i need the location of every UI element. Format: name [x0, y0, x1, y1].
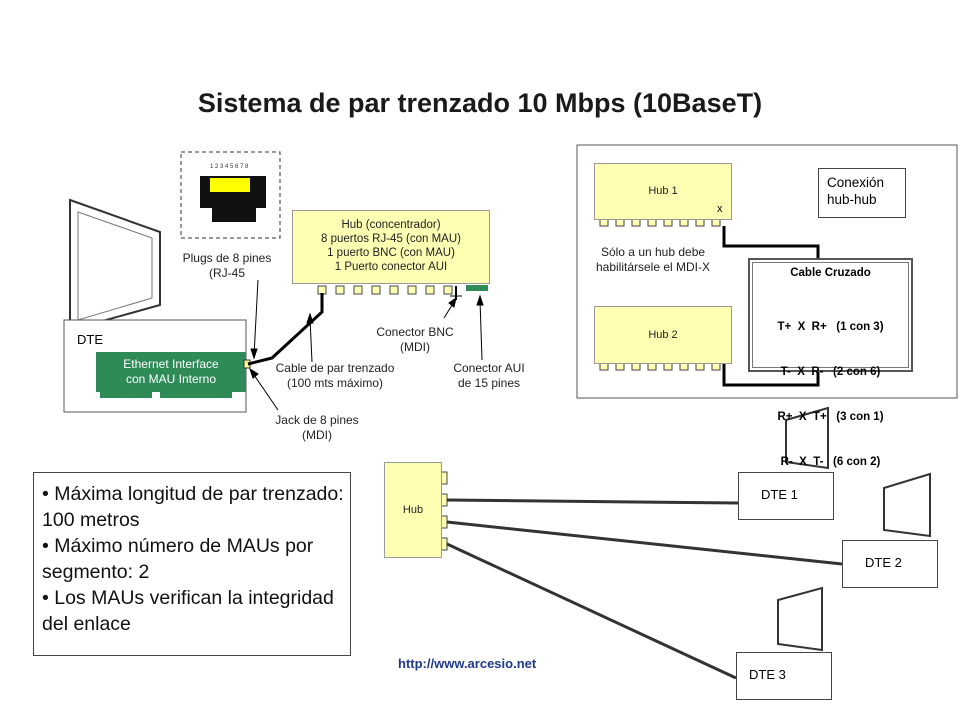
dte1-box: DTE 1 — [738, 472, 834, 520]
ethernet-interface-card — [96, 352, 246, 392]
cable-row-4: R- X T- (6 con 2) — [780, 456, 881, 468]
hub-main-line-1: Hub (concentrador) — [341, 219, 441, 231]
bullet-1: • Máxima longitud de par trenzado: 100 m… — [42, 483, 344, 531]
cable-dte3 — [446, 542, 737, 680]
bullet-3: • Los MAUs verifican la integridad del e… — [42, 587, 334, 635]
crossover-cable-bottom — [722, 362, 820, 387]
rj45-pin-numbers: 1 2 3 4 5 6 7 8 — [210, 164, 249, 170]
monitor-left — [69, 198, 161, 332]
hub-main-line-3: 1 puerto BNC (con MAU) — [327, 247, 455, 259]
jack-label: Jack de 8 pines (MDI) — [275, 413, 359, 442]
ethernet-interface-label: Ethernet Interface con MAU Interno — [123, 357, 219, 386]
crossover-cable-top — [722, 226, 820, 258]
cable-par-label: Cable de par trenzado (100 mts máximo) — [275, 361, 395, 390]
cable-cruzado-box: Cable Cruzado T+ X R+ (1 con 3) T- X R- … — [748, 258, 913, 468]
hub2-ports — [599, 361, 721, 371]
bullet-2: • Máximo número de MAUs por segmento: 2 — [42, 535, 314, 583]
dte3-label: DTE 3 — [749, 667, 786, 682]
dte1-label: DTE 1 — [761, 487, 798, 502]
hub2-label: Hub 2 — [648, 329, 678, 341]
hub-main: Hub (concentrador) 8 puertos RJ-45 (con … — [292, 210, 490, 284]
hub-main-line-2: 8 puertos RJ-45 (con MAU) — [321, 233, 461, 245]
bullet-list: • Máxima longitud de par trenzado: 100 m… — [33, 472, 351, 656]
source-url[interactable]: http://www.arcesio.net — [398, 656, 537, 671]
cable-row-3: R+ X T+ (3 con 1) — [777, 411, 884, 423]
hub-main-ports — [317, 285, 453, 295]
aui-label: Conector AUI de 15 pines — [453, 361, 525, 390]
monitor-dte3 — [777, 586, 823, 652]
bottom-hub-label: Hub — [402, 504, 424, 516]
hub1-label: Hub 1 — [648, 185, 678, 197]
twisted-pair-cable — [247, 293, 324, 366]
dte2-label: DTE 2 — [865, 555, 902, 570]
dte-left-label: DTE — [77, 332, 103, 347]
conexion-hubhub-box: Conexión hub-hub — [818, 168, 906, 218]
page-title: Sistema de par trenzado 10 Mbps (10BaseT… — [197, 88, 763, 118]
cable-dte1 — [446, 498, 739, 505]
mdix-note: Sólo a un hub debe habilitársele el MDI-… — [595, 245, 711, 274]
rj45-box — [180, 151, 281, 239]
cable-row-2: T- X R- (2 con 6) — [780, 366, 881, 378]
hub-main-line-4: 1 Puerto conector AUI — [334, 261, 448, 273]
hub1: Hub 1 — [594, 163, 732, 220]
conexion-hubhub-label: Conexión hub-hub — [827, 175, 885, 207]
hub2: Hub 2 — [594, 306, 732, 364]
dte3-box: DTE 3 — [736, 652, 832, 700]
monitor-dte2 — [883, 472, 931, 538]
cable-cruzado-title: Cable Cruzado — [790, 267, 871, 279]
cable-dte2 — [446, 520, 843, 566]
bottom-hub: Hub — [384, 462, 442, 558]
cable-row-1: T+ X R+ (1 con 3) — [777, 321, 884, 333]
hub1-ports — [599, 217, 721, 227]
mdix-mark: x — [717, 203, 723, 215]
dte2-box: DTE 2 — [842, 540, 938, 588]
monitor-dte1 — [785, 406, 829, 470]
bnc-label: Conector BNC (MDI) — [376, 325, 454, 354]
rj45-label: Plugs de 8 pines (RJ-45 — [182, 251, 272, 280]
aui-port — [466, 285, 488, 291]
